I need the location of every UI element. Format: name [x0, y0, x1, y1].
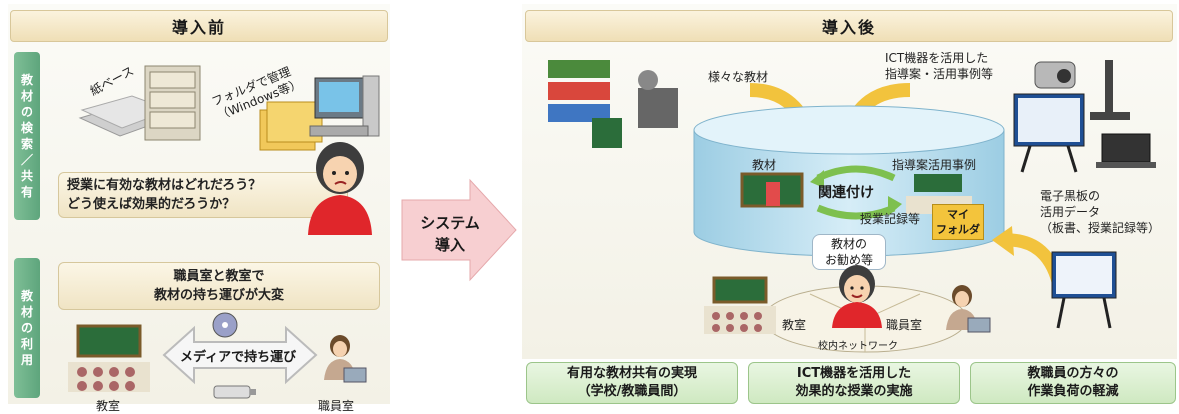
classroom-label-before: 教室	[96, 399, 121, 413]
material-blackboard-image	[740, 172, 804, 208]
ict-cases-label: ICT機器を活用した指導案・活用事例等	[885, 51, 994, 81]
association-label: 関連付け	[818, 185, 874, 201]
folder-pc-illustration	[259, 75, 380, 151]
material-use-tab: 教材の利用	[14, 258, 40, 398]
outcome-sharing: 有用な教材共有の実現（学校/教職員間）	[526, 362, 738, 404]
eboard-data-label: 電子黒板の活用データ（板書、授業記録等）	[1040, 189, 1161, 235]
center-teacher-illustration	[832, 265, 882, 328]
materials-label: 教材	[752, 158, 777, 172]
school-network-label: 校内ネットワーク	[818, 341, 898, 352]
staffroom-label-after: 職員室	[886, 318, 923, 332]
staff-after-illustration	[946, 285, 991, 333]
search-share-tab: 教材の検索／共有	[14, 52, 40, 220]
system-intro-label: システム導入	[420, 214, 480, 254]
classroom-after-illustration	[704, 276, 776, 334]
recommend-callout: 教材のお勧め等	[812, 234, 886, 270]
lesson-records-label: 授業記録等	[860, 212, 921, 226]
classroom-label-after: 教室	[782, 318, 807, 332]
guidance-cases-label: 指導案活用事例	[892, 158, 977, 172]
worried-teacher-illustration	[308, 142, 372, 235]
outcome-effective-lessons: ICT機器を活用した効果的な授業の実施	[748, 362, 960, 404]
materials-thumbnails	[548, 60, 678, 148]
association-arrows	[810, 165, 902, 220]
transport-note: 職員室と教室で教材の持ち運びが大変	[58, 262, 380, 310]
outcome-workload: 教職員の方々の作業負荷の軽減	[970, 362, 1176, 404]
cd-icon	[212, 312, 238, 338]
staffroom-label-before: 職員室	[318, 399, 355, 413]
system-intro-arrow	[401, 178, 517, 282]
classroom-illustration	[68, 324, 150, 392]
ict-devices-illustration	[1013, 60, 1156, 173]
media-carry-label: メディアで持ち運び	[180, 350, 297, 365]
eboard-illustration	[1051, 251, 1117, 329]
various-materials-label: 様々な教材	[708, 70, 769, 84]
media-carry-arrow	[162, 325, 318, 385]
my-folder-box: マイフォルダ	[932, 204, 984, 240]
after-header: 導入後	[525, 10, 1173, 42]
before-header: 導入前	[10, 10, 388, 42]
filing-cabinet-illustration	[78, 65, 201, 141]
usb-stick-icon	[213, 385, 256, 399]
staff-desk-illustration	[324, 335, 367, 383]
database-cylinder	[693, 105, 1005, 257]
question-note: 授業に有効な教材はどれだろう？どう使えば効果的だろうか？	[58, 172, 348, 218]
